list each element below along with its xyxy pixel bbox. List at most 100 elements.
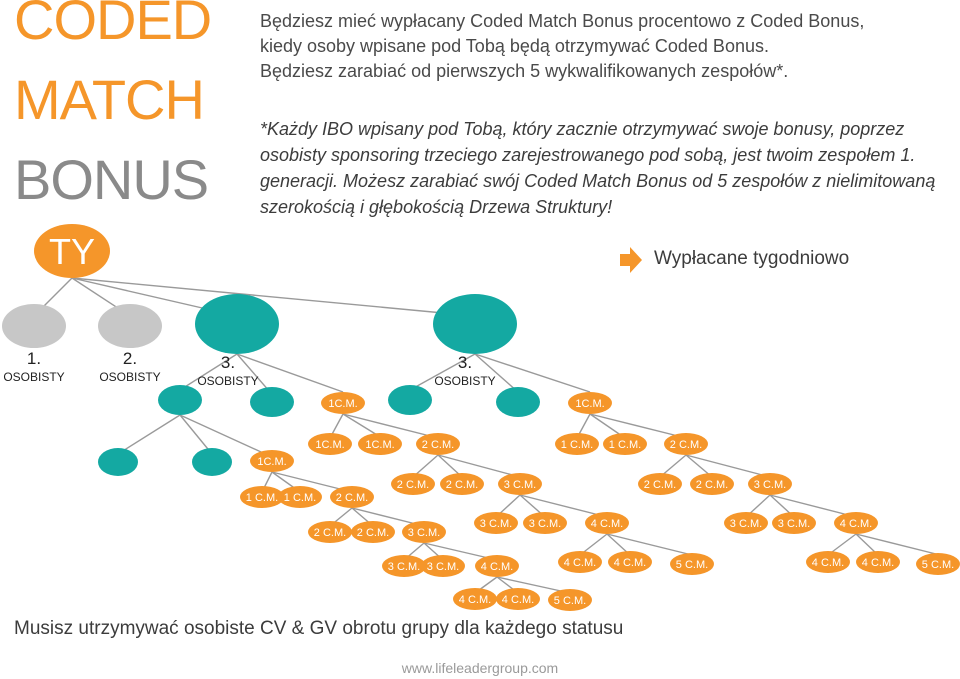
personal-sponsored-node-3 bbox=[195, 294, 279, 354]
cm-label: 2 C.M. bbox=[446, 479, 478, 491]
personal-number: 1. bbox=[27, 349, 41, 368]
cm-label: 3 C.M. bbox=[778, 518, 810, 530]
cm-label: 3 C.M. bbox=[427, 561, 459, 573]
intro-line-1: Będziesz mieć wypłacany Coded Match Bonu… bbox=[260, 11, 865, 31]
cm-node bbox=[358, 433, 402, 455]
cm-label: 3 C.M. bbox=[388, 561, 420, 573]
cm-node bbox=[278, 486, 322, 508]
cm-node bbox=[772, 512, 816, 534]
tree-connector bbox=[496, 576, 571, 594]
title-coded: CODED bbox=[14, 0, 212, 51]
intro-line-2: kiedy osoby wpisane pod Tobą będą otrzym… bbox=[260, 36, 769, 56]
cm-label: 5 C.M. bbox=[554, 595, 586, 607]
cm-node bbox=[240, 486, 284, 508]
tree-connector bbox=[117, 414, 181, 455]
cm-label: 4 C.M. bbox=[564, 557, 596, 569]
cm-label: 1C.M. bbox=[257, 456, 286, 468]
cm-node bbox=[321, 392, 365, 414]
cm-label: 3 C.M. bbox=[529, 518, 561, 530]
personal-number: 2. bbox=[123, 349, 137, 368]
cm-label: 3 C.M. bbox=[408, 527, 440, 539]
cm-label: 4 C.M. bbox=[459, 594, 491, 606]
cm-node bbox=[416, 433, 460, 455]
cm-node bbox=[548, 589, 592, 611]
cm-node bbox=[555, 433, 599, 455]
tree-connector bbox=[179, 414, 213, 455]
sponsor-node bbox=[496, 387, 540, 417]
cm-node bbox=[603, 433, 647, 455]
cm-node bbox=[475, 555, 519, 577]
cm-node bbox=[382, 555, 426, 577]
cm-node bbox=[670, 553, 714, 575]
tree-connector bbox=[236, 353, 344, 393]
cm-label: 2 C.M. bbox=[696, 479, 728, 491]
intro-line-3: Będziesz zarabiać od pierwszych 5 wykwal… bbox=[260, 61, 789, 81]
cm-label: 1C.M. bbox=[315, 439, 344, 451]
cm-label: 5 C.M. bbox=[922, 559, 954, 571]
tree-nodes bbox=[2, 224, 960, 611]
team-definition-note: *Każdy IBO wpisany pod Tobą, który zaczn… bbox=[260, 119, 936, 217]
sponsor-node bbox=[388, 385, 432, 415]
cm-node bbox=[308, 433, 352, 455]
cm-label: 4 C.M. bbox=[812, 557, 844, 569]
cm-label: 3 C.M. bbox=[480, 518, 512, 530]
cm-node bbox=[856, 551, 900, 573]
tree-connector bbox=[606, 533, 693, 556]
cm-label: 1 C.M. bbox=[284, 492, 316, 504]
cm-label: 3 C.M. bbox=[504, 479, 536, 491]
cm-node bbox=[440, 473, 484, 495]
cm-label: 2 C.M. bbox=[314, 527, 346, 539]
title-bonus: BONUS bbox=[14, 148, 209, 211]
cm-node bbox=[608, 551, 652, 573]
cm-label: 1 C.M. bbox=[246, 492, 278, 504]
you-label: TY bbox=[49, 231, 95, 272]
sponsor-node bbox=[250, 387, 294, 417]
personal-label: OSOBISTY bbox=[3, 370, 64, 384]
tree-connector bbox=[474, 353, 591, 393]
cm-label: 2 C.M. bbox=[670, 439, 702, 451]
cm-node bbox=[421, 555, 465, 577]
sponsor-node bbox=[192, 448, 232, 476]
you-node bbox=[34, 224, 110, 278]
cm-label: 3 C.M. bbox=[730, 518, 762, 530]
personal-number: 3. bbox=[221, 353, 235, 372]
cm-node bbox=[748, 473, 792, 495]
cm-node bbox=[664, 433, 708, 455]
cm-node bbox=[690, 473, 734, 495]
tree-connector bbox=[855, 533, 941, 556]
cm-label: 4 C.M. bbox=[502, 594, 534, 606]
personal-sponsored-node-2 bbox=[98, 304, 162, 348]
tree-connector bbox=[342, 413, 439, 439]
cm-node bbox=[474, 512, 518, 534]
cm-label: 1 C.M. bbox=[609, 439, 641, 451]
cm-label: 2 C.M. bbox=[357, 527, 389, 539]
cm-label: 4 C.M. bbox=[862, 557, 894, 569]
cm-label: 4 C.M. bbox=[840, 518, 872, 530]
tree-connector bbox=[71, 277, 476, 317]
personal-label: OSOBISTY bbox=[434, 374, 495, 388]
tree-connector bbox=[589, 413, 687, 439]
tree-connector bbox=[179, 353, 238, 391]
cm-label: 1C.M. bbox=[575, 398, 604, 410]
tree-connector bbox=[409, 353, 476, 391]
weekly-payout-label: Wypłacane tygodniowo bbox=[654, 248, 850, 269]
cm-node bbox=[638, 473, 682, 495]
cm-node bbox=[568, 392, 612, 414]
cm-label: 1C.M. bbox=[365, 439, 394, 451]
cm-label: 2 C.M. bbox=[397, 479, 429, 491]
personal-label: OSOBISTY bbox=[197, 374, 258, 388]
tree-connector bbox=[437, 454, 521, 478]
cm-node bbox=[806, 551, 850, 573]
cm-label: 1C.M. bbox=[328, 398, 357, 410]
cm-node bbox=[391, 473, 435, 495]
status-requirement-text: Musisz utrzymywać osobiste CV & GV obrot… bbox=[14, 618, 624, 639]
personal-label: OSOBISTY bbox=[99, 370, 160, 384]
tree-connector bbox=[769, 494, 857, 518]
cm-label: 3 C.M. bbox=[754, 479, 786, 491]
personal-sponsored-node-4 bbox=[433, 294, 517, 354]
tree-connector bbox=[474, 353, 519, 393]
title-match: MATCH bbox=[14, 68, 205, 131]
title: CODED MATCH BONUS bbox=[14, 0, 212, 232]
cm-node bbox=[402, 521, 446, 543]
